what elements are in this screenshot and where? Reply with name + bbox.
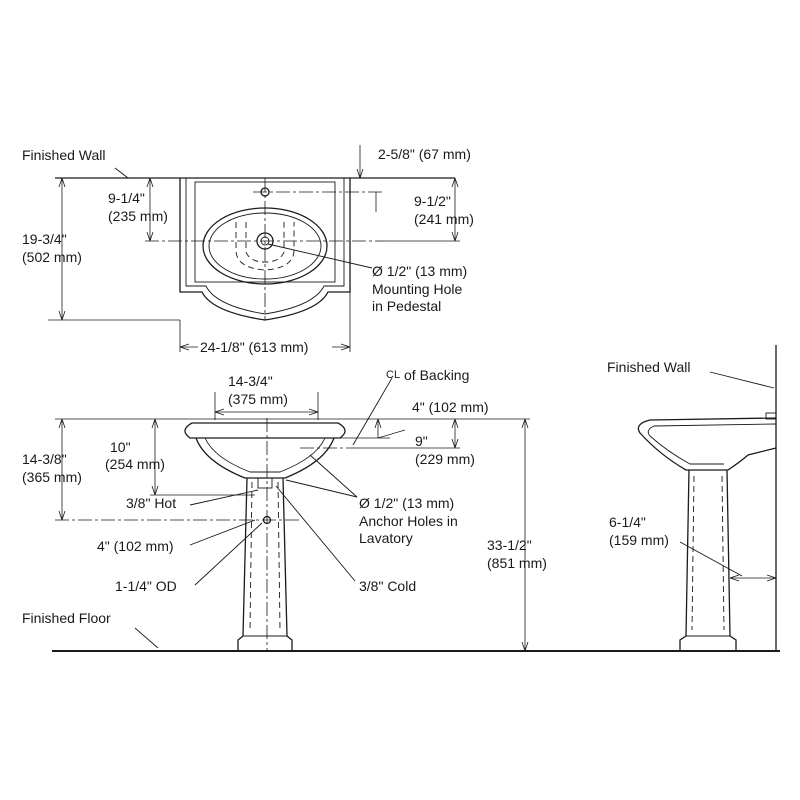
top-back-depth-mm: (241 mm) — [414, 211, 474, 227]
finished-floor-leader — [134, 627, 159, 649]
top-hole-depth-mm: (235 mm) — [108, 208, 168, 224]
front-height-in: 33-1/2" — [487, 537, 532, 553]
front-anchor-line1: Ø 1/2" (13 mm) — [359, 495, 454, 511]
top-overall-depth-mm: (502 mm) — [22, 249, 82, 265]
front-pedestal-hidden-right — [277, 481, 281, 631]
top-plan-view: Finished Wall 2-5/8" (67 mm) 9-1/4" (235… — [22, 145, 474, 355]
front-bowl-width-in: 14-3/4" — [228, 373, 273, 389]
front-anchor-leader-b — [285, 479, 358, 498]
side-ped-offset-in: 6-1/4" — [609, 514, 646, 530]
top-overall-depth-in: 19-3/4" — [22, 231, 67, 247]
front-supply-drop-mm: (365 mm) — [22, 469, 82, 485]
front-drain-tailpiece — [257, 477, 273, 489]
front-height-arrows — [521, 418, 529, 652]
top-overall-width-label: 24-1/8" (613 mm) — [200, 339, 308, 355]
front-elevation-view: 14-3/4" (375 mm) CL of Backing 4" (102 m… — [22, 367, 780, 652]
front-anchor-drop-in: 9" — [415, 433, 428, 449]
front-hot-leader — [189, 489, 259, 506]
top-wall-offset-label: 2-5/8" (67 mm) — [378, 146, 471, 162]
side-pedestal-column — [679, 469, 737, 651]
top-wall-leader — [114, 167, 129, 179]
front-finished-floor-label: Finished Floor — [22, 610, 111, 626]
front-anchor-drop-arrows — [451, 418, 459, 449]
front-cold-leader — [275, 485, 356, 582]
front-rim-drop-mm: (254 mm) — [105, 456, 165, 472]
front-basin-inner — [204, 437, 326, 473]
side-pedestal-offset-leader — [679, 541, 743, 577]
top-back-depth-in: 9-1/2" — [414, 193, 451, 209]
front-backing-label: 4" (102 mm) — [412, 399, 489, 415]
front-anchor-line3: Lavatory — [359, 530, 413, 546]
top-pedestal-hidden-inner — [245, 222, 285, 263]
front-supply-drop-arrows — [58, 418, 66, 521]
top-lavatory-inner-outline — [185, 178, 345, 315]
front-bowl-width-mm: (375 mm) — [228, 391, 288, 407]
front-backing-arrow — [374, 418, 382, 429]
top-mount-hole-line2: Mounting Hole — [372, 281, 462, 297]
front-drain-leader — [194, 522, 263, 586]
front-centerline-leader — [352, 377, 393, 446]
side-finished-wall-leader — [709, 371, 775, 389]
front-anchor-leader-a — [309, 454, 358, 498]
front-basin-rim — [184, 422, 346, 439]
side-basin-inner — [647, 423, 777, 465]
front-cold-label: 3/8" Cold — [359, 578, 416, 594]
top-width-arrows — [179, 343, 351, 351]
top-mount-hole-line1: Ø 1/2" (13 mm) — [372, 263, 467, 279]
front-drain-od-label: 1-1/4" OD — [115, 578, 177, 594]
top-wall-offset-arrow — [356, 168, 364, 179]
front-supply-spacing-label: 4" (102 mm) — [97, 538, 174, 554]
front-supply-drop-in: 14-3/8" — [22, 451, 67, 467]
front-rim-drop-in: 10" — [110, 439, 131, 455]
front-rim-drop-arrows — [151, 418, 159, 496]
side-pedestal-hidden-left — [691, 475, 695, 631]
side-finished-wall-label: Finished Wall — [607, 359, 691, 375]
top-pedestal-hidden — [235, 222, 295, 271]
front-backing-leader — [377, 429, 406, 439]
side-basin-profile — [637, 417, 777, 471]
side-wall-bracket — [765, 412, 777, 420]
front-anchor-drop-mm: (229 mm) — [415, 451, 475, 467]
front-bowl-width-arrows — [214, 408, 319, 416]
top-back-depth-arrows — [451, 177, 459, 242]
front-pedestal-hidden-left — [249, 481, 253, 631]
side-pedestal-hidden-right — [721, 475, 725, 631]
top-overall-depth-arrows — [58, 177, 66, 321]
top-mount-hole-line3: in Pedestal — [372, 298, 441, 314]
front-hot-label: 3/8" Hot — [126, 495, 176, 511]
top-hole-depth-in: 9-1/4" — [108, 190, 145, 206]
side-pedestal-offset-arrows — [729, 574, 777, 582]
front-anchor-line2: Anchor Holes in — [359, 513, 458, 529]
front-supply-spacing-leader — [189, 519, 256, 546]
top-finished-wall-label: Finished Wall — [22, 147, 106, 163]
top-mounting-hole-leader — [267, 243, 373, 269]
front-pedestal-column — [237, 477, 293, 651]
front-centerline-symbol: CL — [386, 369, 400, 381]
top-bowl-inner — [208, 212, 322, 280]
top-hole-depth-arrows — [146, 177, 154, 242]
front-centerline-text: of Backing — [404, 367, 469, 383]
side-ped-offset-mm: (159 mm) — [609, 532, 669, 548]
side-elevation-view: Finished Wall 6-1/4" (159 mm) — [607, 345, 777, 651]
front-height-mm: (851 mm) — [487, 555, 547, 571]
